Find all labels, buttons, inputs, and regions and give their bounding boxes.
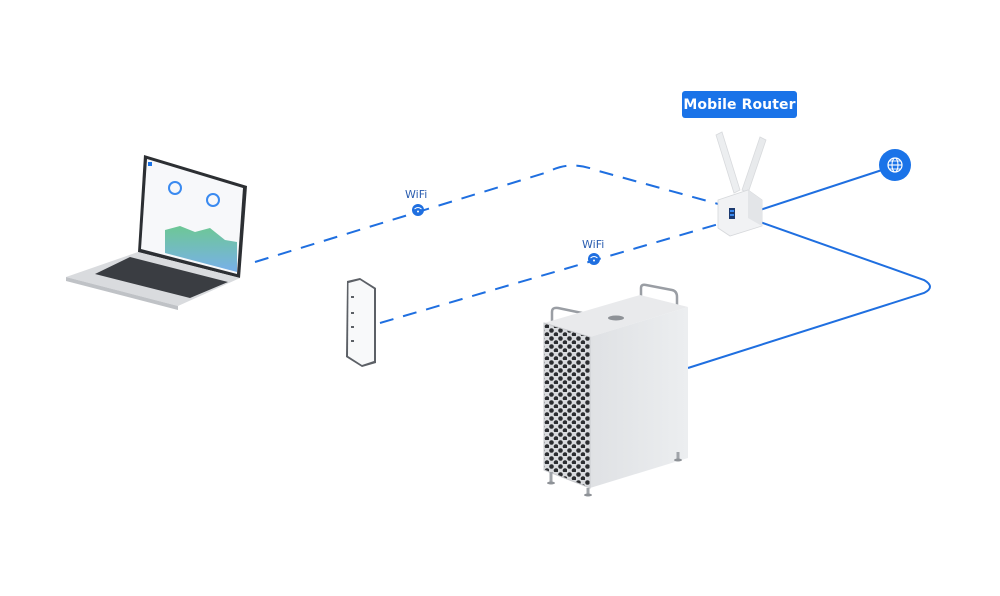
link-router-internet — [759, 169, 883, 211]
link-phone-router — [379, 222, 723, 324]
router-icon — [715, 131, 767, 237]
router-label: Mobile Router — [682, 91, 797, 118]
wifi-label-laptop: WiFi — [405, 188, 428, 201]
laptop-icon — [66, 155, 247, 310]
link-laptop-router — [254, 164, 723, 263]
wifi-label-phone: WiFi — [582, 238, 605, 251]
smartphone-icon — [346, 278, 376, 367]
globe-icon — [879, 149, 911, 181]
server-tower-icon — [543, 283, 688, 497]
wifi-icon — [412, 204, 424, 216]
link-router-server — [687, 221, 931, 369]
wifi-icon — [588, 253, 600, 265]
